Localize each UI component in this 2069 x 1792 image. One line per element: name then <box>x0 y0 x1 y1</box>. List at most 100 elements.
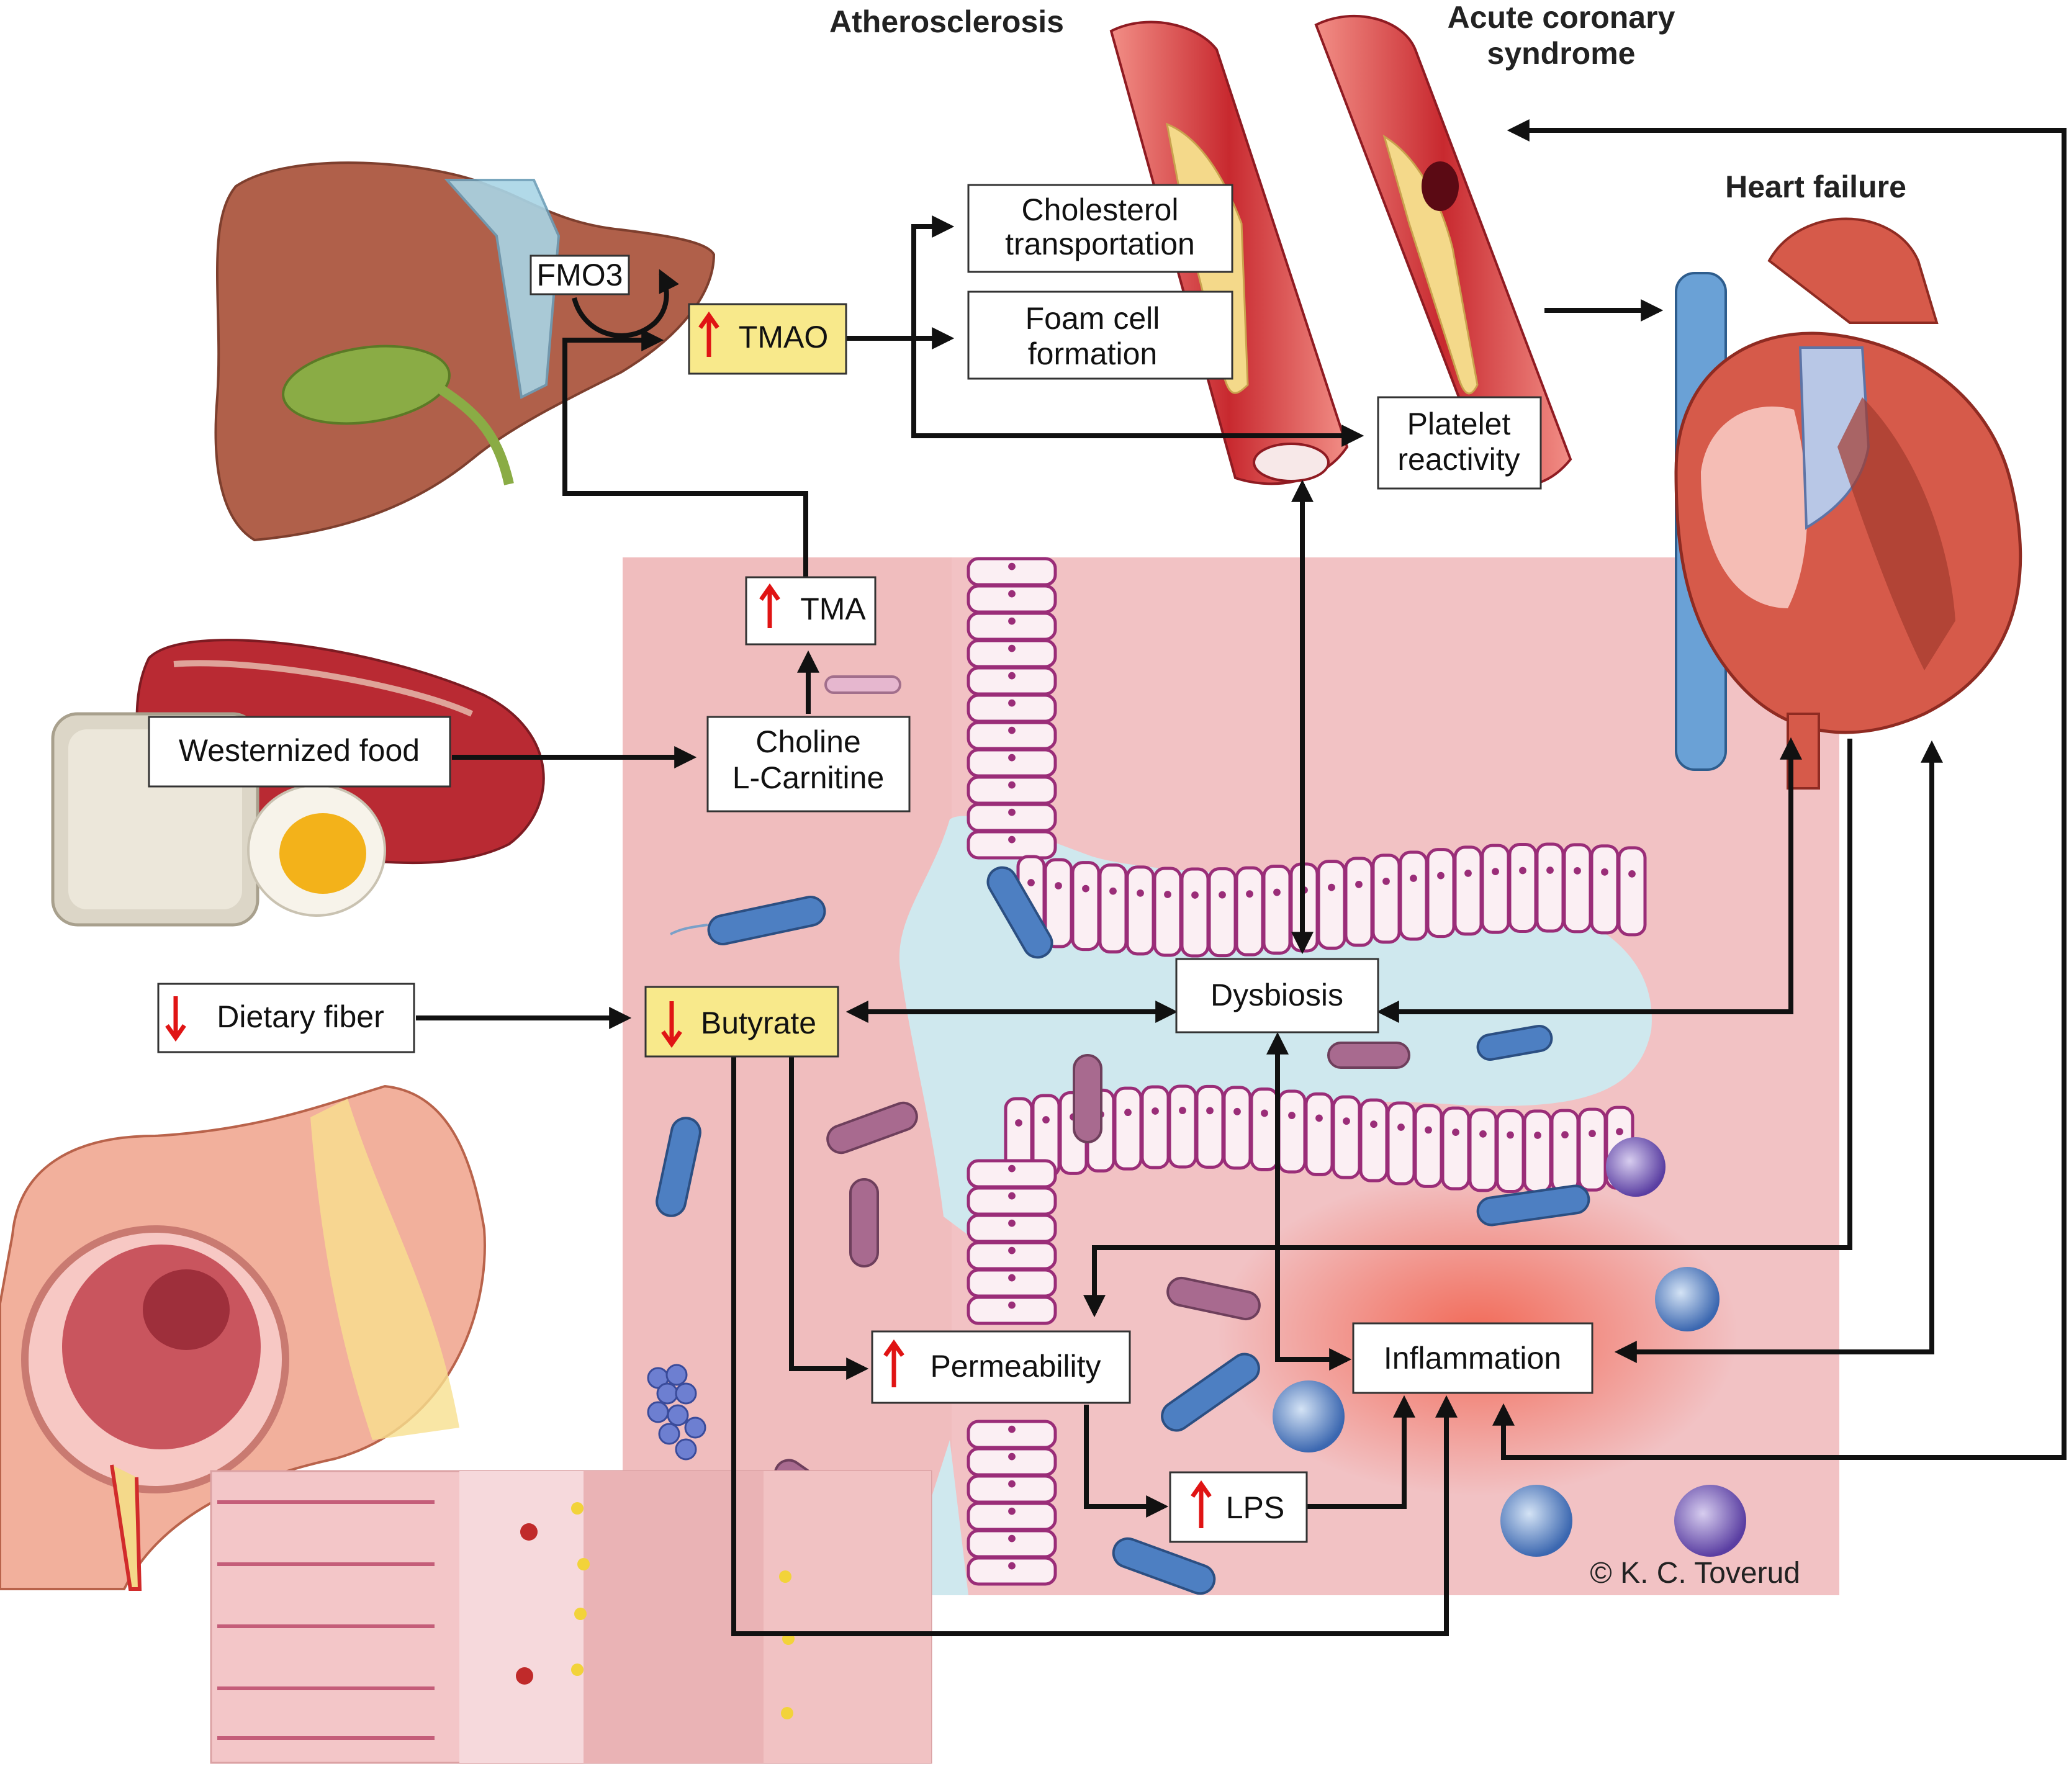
epithelial-cell <box>1359 1098 1389 1182</box>
bacteria-icon <box>1073 1054 1102 1143</box>
credit-text: © K. C. Toverud <box>1590 1557 1800 1590</box>
arrow-permeability-to-lps <box>1084 1405 1169 1518</box>
bacteria-icon <box>1161 1353 1260 1432</box>
increase-arrow-icon <box>698 311 719 357</box>
intestinal-wall-illustration <box>210 1470 932 1764</box>
epithelial-cell <box>967 666 1057 696</box>
epithelial-cell <box>1481 844 1510 934</box>
label-fmo3: FMO3 <box>537 258 623 292</box>
epithelial-cell <box>1453 845 1483 936</box>
increase-arrow-icon <box>1191 1480 1212 1528</box>
epithelial-cell <box>1441 1106 1471 1191</box>
gut-panel <box>623 557 1839 1595</box>
label-cholesterol-2: transportation <box>1005 227 1195 261</box>
box-inflammation: Inflammation <box>1352 1322 1593 1394</box>
epithelial-cell <box>967 1447 1057 1477</box>
gallbladder-illustration <box>282 344 451 425</box>
epithelial-cell <box>1207 867 1237 958</box>
heart-cross-section-illustration <box>1674 217 2022 790</box>
epithelial-cell <box>1344 857 1374 947</box>
label-foam-cell-1: Foam cell <box>1025 301 1160 336</box>
label-foam-cell-2: formation <box>1028 336 1157 371</box>
decrease-arrow-icon <box>661 1001 682 1048</box>
epithelial-cell <box>1550 1109 1580 1193</box>
label-dysbiosis: Dysbiosis <box>1210 978 1343 1012</box>
liver-illustration <box>214 161 716 542</box>
box-choline: Choline L-Carnitine <box>706 716 911 813</box>
box-foam-cell: Foam cell formation <box>967 290 1233 380</box>
arrow-tma-to-tmao <box>562 329 808 577</box>
arrow-inflammation-to-acs <box>1492 119 2067 1460</box>
epithelial-cell <box>1590 844 1620 935</box>
epithelial-cell <box>1222 1086 1252 1170</box>
box-platelet: Platelet reactivity <box>1377 396 1542 490</box>
arrow-heart-inflammation <box>1614 740 1943 1363</box>
title-acs-line1: Acute coronary <box>1448 0 1675 35</box>
epithelial-cell <box>1098 863 1128 954</box>
epithelial-cell <box>1535 842 1565 933</box>
label-lps: LPS <box>1226 1490 1285 1525</box>
label-choline-1: Choline <box>755 724 861 759</box>
epithelial-cell <box>1235 866 1264 957</box>
epithelial-cell <box>1071 861 1101 952</box>
bacteria-icon <box>824 675 901 694</box>
increase-arrow-icon <box>759 583 780 628</box>
epithelial-cell <box>1317 860 1346 950</box>
epithelial-cell <box>1577 1107 1607 1192</box>
epithelial-cell <box>967 557 1057 587</box>
arrow-tmao-to-cholesterol <box>846 215 955 341</box>
epithelial-cell <box>1426 848 1456 939</box>
epithelial-cell <box>967 803 1057 832</box>
decrease-arrow-icon <box>165 996 186 1042</box>
label-inflammation: Inflammation <box>1384 1341 1561 1376</box>
epithelial-cell <box>1617 846 1647 937</box>
label-platelet-2: reactivity <box>1397 442 1520 477</box>
epithelial-cell <box>1562 843 1592 934</box>
title-atherosclerosis: Atherosclerosis <box>829 4 1064 39</box>
bacteria-icon <box>1112 1537 1216 1595</box>
epithelial-cell <box>1140 1085 1170 1169</box>
flow-arrows <box>416 119 2067 1636</box>
epithelial-cell <box>967 1502 1057 1531</box>
bacteria-icon <box>1327 1042 1410 1069</box>
label-butyrate: Butyrate <box>701 1006 816 1040</box>
epithelial-cell <box>967 1420 1057 1449</box>
box-butyrate: Butyrate <box>644 986 839 1058</box>
increase-arrow-icon <box>883 1339 904 1387</box>
epithelial-cell <box>1262 865 1292 955</box>
epithelial-cell <box>967 1268 1057 1298</box>
label-tma: TMA <box>800 592 866 626</box>
box-tma: TMA <box>745 576 877 646</box>
label-platelet-1: Platelet <box>1407 407 1511 441</box>
box-permeability: Permeability <box>871 1330 1131 1404</box>
epithelial-cell <box>967 1213 1057 1243</box>
bacteria-icon <box>670 896 826 945</box>
bacteria-icon <box>1166 1276 1261 1321</box>
epithelial-cell <box>1413 1104 1443 1188</box>
box-tmao: TMAO <box>688 303 847 375</box>
epithelial-cell <box>1125 865 1155 956</box>
label-permeability: Permeability <box>930 1349 1101 1384</box>
epithelial-cell <box>967 1295 1057 1325</box>
epithelial-cell <box>967 584 1057 614</box>
epithelial-cell <box>967 1241 1057 1271</box>
label-choline-2: L-Carnitine <box>732 760 885 795</box>
epithelial-cell <box>1508 842 1538 933</box>
bacteria-icon <box>849 1178 879 1267</box>
epithelial-cell <box>1399 850 1428 941</box>
epithelial-cell <box>967 1529 1057 1559</box>
epithelial-cell <box>1168 1084 1197 1169</box>
title-acs-line2: syndrome <box>1487 36 1636 71</box>
epithelial-cell <box>1250 1087 1279 1171</box>
epithelial-cell <box>1195 1084 1225 1169</box>
epithelial-cell <box>967 830 1057 860</box>
box-westernized-food: Westernized food <box>148 716 451 788</box>
bacteria-icon <box>826 1101 918 1155</box>
box-dysbiosis: Dysbiosis <box>1175 958 1379 1033</box>
bacteria-icon <box>986 866 1053 959</box>
epithelial-cell <box>1304 1092 1334 1176</box>
title-heart-failure: Heart failure <box>1725 169 1906 204</box>
epithelial-cell <box>1332 1095 1361 1179</box>
epithelial-cell <box>967 748 1057 778</box>
